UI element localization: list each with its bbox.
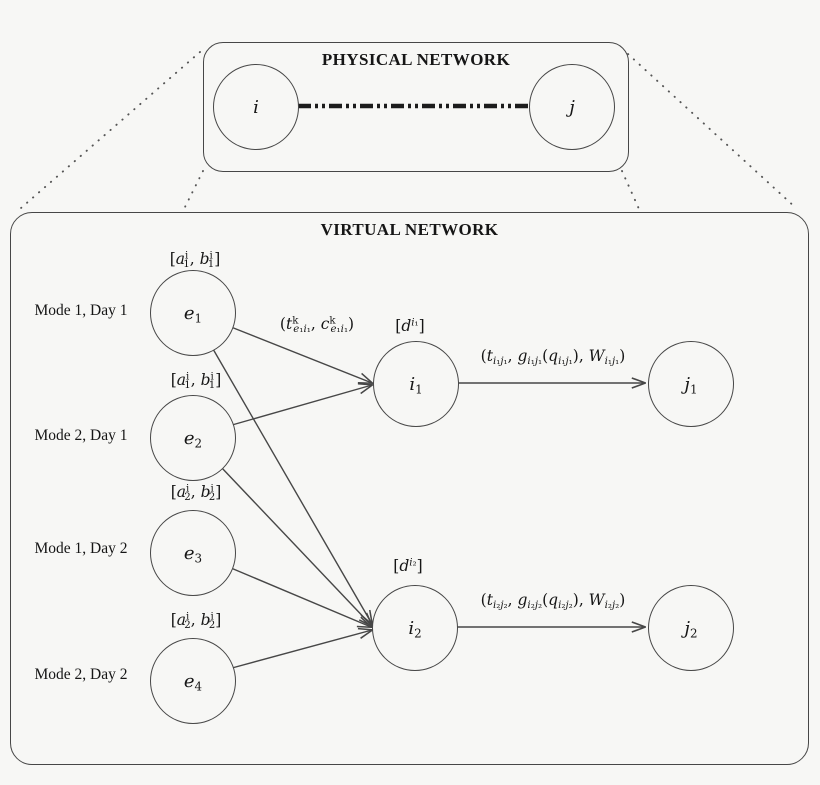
edge-label-e1-i1: (tke₁i₁, cke₁i₁) bbox=[279, 315, 355, 336]
projection-line-right-inner bbox=[621, 170, 640, 210]
interval-label-e1: [ai1, bi1] bbox=[169, 250, 221, 271]
virtual-network-box: VIRTUAL NETWORK bbox=[10, 212, 809, 765]
physical-network-title: PHYSICAL NETWORK bbox=[321, 50, 511, 69]
edge-e3-i2 bbox=[230, 567, 371, 627]
node-e2: e2 bbox=[150, 395, 236, 481]
projection-line-right-outer bbox=[627, 53, 797, 209]
row-label-mode2-day2: Mode 2, Day 2 bbox=[34, 666, 128, 683]
interval-label-e3: [ai2, bi2] bbox=[170, 483, 222, 504]
node-e4-label: e4 bbox=[183, 670, 203, 694]
interval-label-e4: [ai2, bi2] bbox=[170, 611, 222, 632]
node-i2: i2 bbox=[372, 585, 458, 671]
node-i-label: i bbox=[253, 96, 259, 118]
node-j: j bbox=[529, 64, 615, 150]
node-e2-label: e2 bbox=[183, 427, 203, 451]
demand-label-i2: [di₂] bbox=[393, 557, 423, 575]
node-j-label: j bbox=[569, 96, 575, 118]
virtual-network-title: VIRTUAL NETWORK bbox=[320, 220, 499, 239]
node-j2: j2 bbox=[648, 585, 734, 671]
edge-e1-i2 bbox=[212, 348, 372, 624]
edge-e4-i2 bbox=[231, 630, 372, 669]
edge-e2-i1 bbox=[231, 385, 372, 426]
node-j2-label: j2 bbox=[684, 617, 698, 641]
node-j1-label: j1 bbox=[684, 373, 698, 397]
node-e4: e4 bbox=[150, 638, 236, 724]
row-label-mode1-day2: Mode 1, Day 2 bbox=[34, 540, 128, 557]
interval-label-e2: [ai1, bi1] bbox=[170, 371, 222, 392]
node-e3-label: e3 bbox=[183, 542, 203, 566]
edge-e2-i2 bbox=[220, 466, 372, 626]
demand-label-i1: [di₁] bbox=[395, 317, 425, 335]
row-label-mode2-day1: Mode 2, Day 1 bbox=[34, 427, 128, 444]
node-i: i bbox=[213, 64, 299, 150]
edge-label-i2-j2: (ti₂j₂, gi₂j₂(qi₂j₂), Wi₂j₂) bbox=[480, 591, 626, 612]
node-j1: j1 bbox=[648, 341, 734, 427]
projection-line-left-inner bbox=[183, 170, 204, 210]
physical-network-box: PHYSICAL NETWORK bbox=[203, 42, 629, 172]
edge-e1-i1 bbox=[230, 326, 372, 383]
row-label-mode1-day1: Mode 1, Day 1 bbox=[34, 302, 128, 319]
node-i1-label: i1 bbox=[409, 373, 423, 397]
projection-line-left-outer bbox=[20, 51, 201, 209]
node-e3: e3 bbox=[150, 510, 236, 596]
node-e1: e1 bbox=[150, 270, 236, 356]
node-e1-label: e1 bbox=[183, 302, 203, 326]
edge-label-i1-j1: (ti₁j₁, gi₁j₁(qi₁j₁), Wi₁j₁) bbox=[480, 347, 626, 368]
node-i2-label: i2 bbox=[408, 617, 422, 641]
node-i1: i1 bbox=[373, 341, 459, 427]
